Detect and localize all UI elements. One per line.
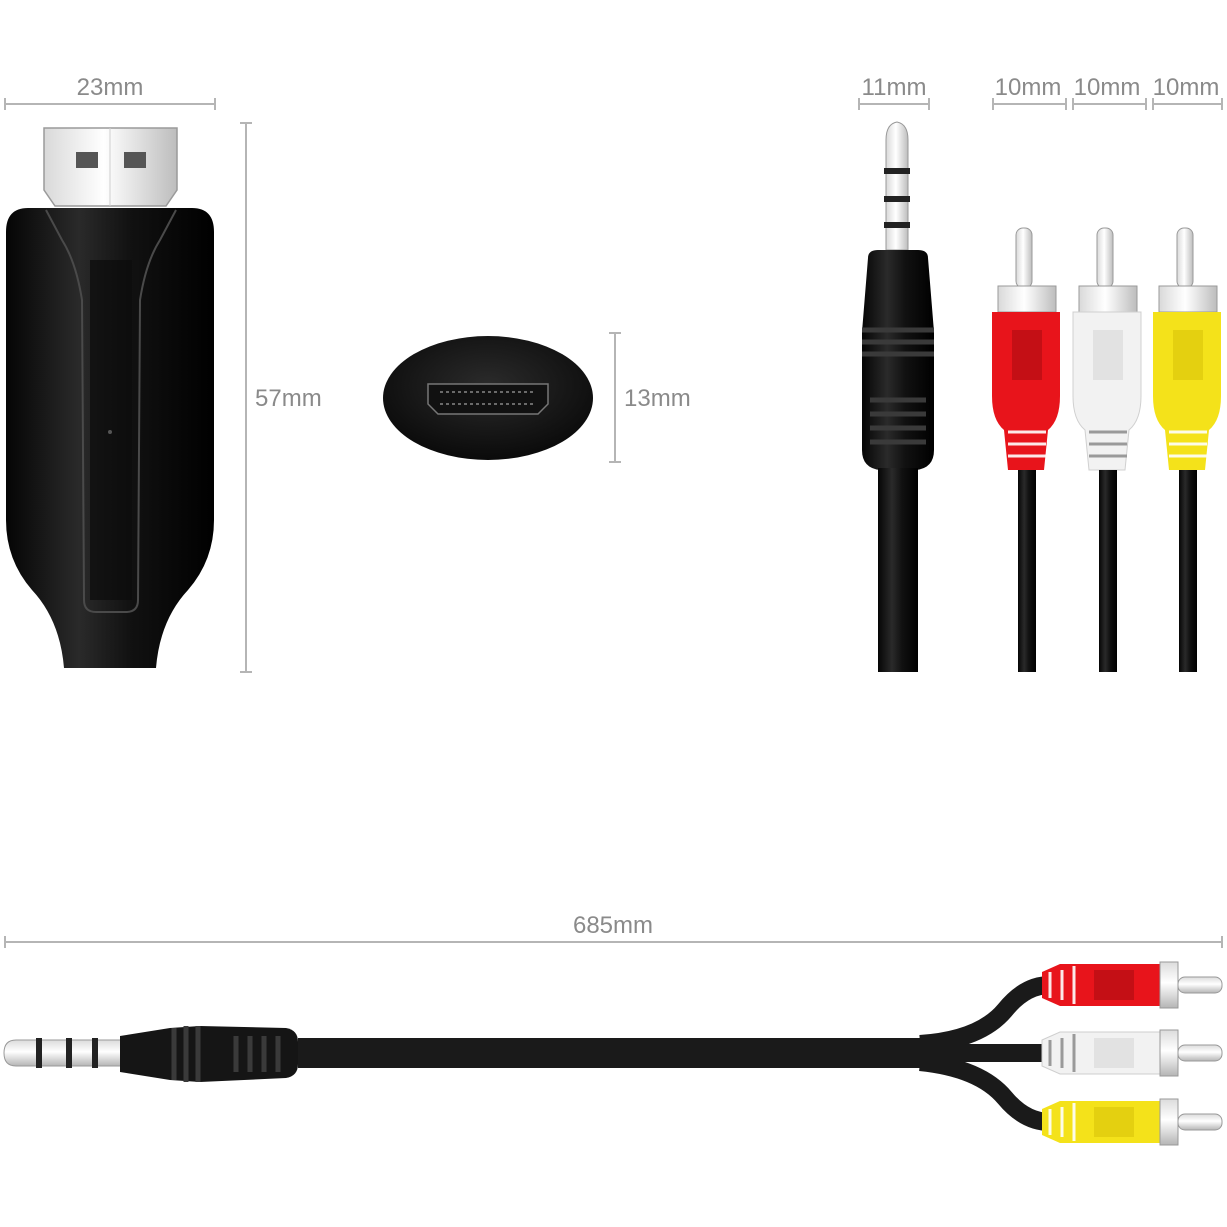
cable-length-label: 685mm bbox=[573, 912, 653, 939]
dimension-adapter-width: 23mm bbox=[4, 74, 216, 110]
adapter-height-label: 57mm bbox=[255, 385, 322, 412]
rca-plug-icon-red bbox=[992, 227, 1060, 672]
hdmi-port-icon bbox=[383, 336, 593, 460]
rca-width-label-red: 10mm bbox=[995, 74, 1062, 101]
adapter-width-label: 23mm bbox=[77, 74, 144, 101]
av-cable-icon bbox=[3, 961, 1223, 1146]
dimension-adapter-height: 57mm bbox=[240, 122, 322, 673]
dimension-port-height: 13mm bbox=[609, 332, 691, 463]
jack-width-label: 11mm bbox=[862, 74, 927, 101]
port-height-label: 13mm bbox=[624, 385, 691, 412]
aux-jack-icon bbox=[862, 121, 934, 672]
rca-plug-icon-white bbox=[1072, 227, 1142, 672]
dimension-jack-width: 11mm bbox=[858, 74, 930, 110]
rca-plug-icon-white-horizontal bbox=[1041, 1029, 1223, 1077]
rca-plug-icon-yellow-horizontal bbox=[1042, 1098, 1223, 1146]
rca-plug-icon-yellow bbox=[1153, 227, 1221, 672]
hdmi-adapter-icon bbox=[6, 127, 214, 668]
dimension-rca-widths: 10mm 10mm 10mm bbox=[992, 74, 1223, 110]
rca-plug-icon-red-horizontal bbox=[1042, 961, 1223, 1009]
dimension-cable-length: 685mm bbox=[4, 912, 1223, 948]
rca-width-label-yellow: 10mm bbox=[1153, 74, 1220, 101]
rca-width-label-white: 10mm bbox=[1074, 74, 1141, 101]
